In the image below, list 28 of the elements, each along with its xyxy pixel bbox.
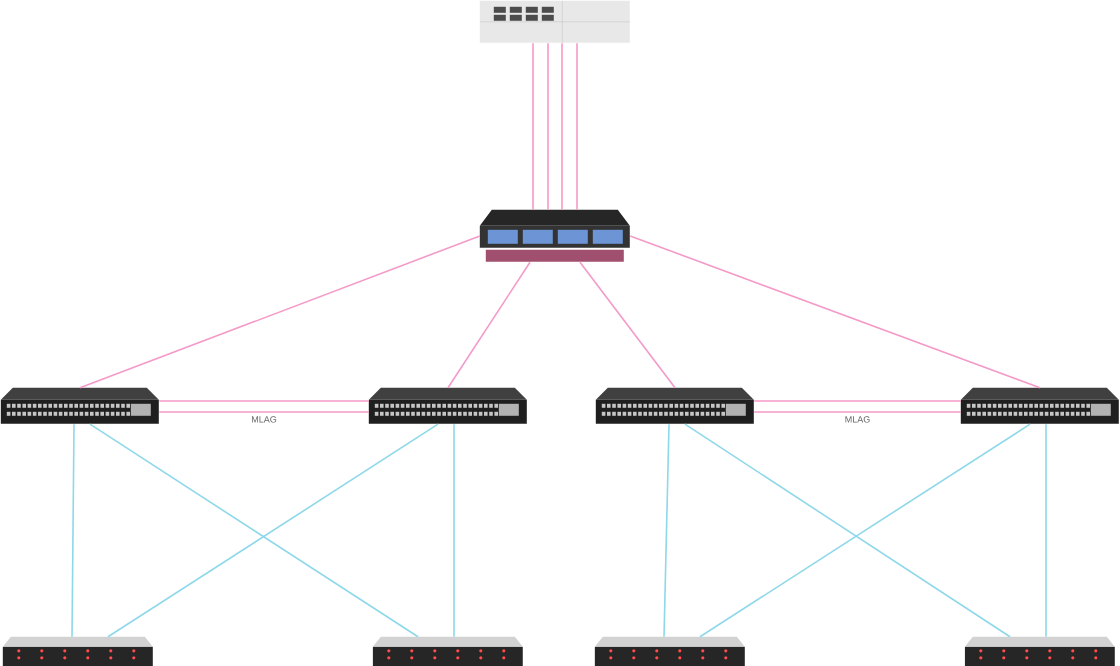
network-switch-drawing — [595, 387, 754, 424]
cable — [453, 423, 455, 638]
network-switch-drawing — [368, 387, 527, 424]
server-drawing — [372, 636, 523, 666]
cable — [547, 42, 549, 211]
cable — [1045, 423, 1047, 638]
cable — [753, 411, 962, 413]
cable — [561, 42, 563, 211]
cable — [158, 411, 370, 413]
cable — [579, 261, 676, 389]
cable — [663, 423, 670, 638]
cable — [532, 42, 534, 211]
cable — [576, 42, 578, 211]
edge-label: MLAG — [843, 415, 872, 424]
core-switch-drawing — [479, 0, 630, 43]
network-switch-drawing — [0, 387, 159, 424]
cable — [158, 400, 370, 402]
server-drawing — [594, 636, 745, 666]
server-drawing — [964, 636, 1115, 666]
cable — [629, 235, 1041, 389]
patch-panel-drawing — [479, 209, 630, 262]
network-switch-drawing — [960, 387, 1119, 424]
cable — [79, 235, 481, 389]
cable — [447, 261, 531, 389]
server-drawing — [2, 636, 153, 666]
edge-label: MLAG — [250, 415, 278, 424]
cable — [753, 400, 962, 402]
cable — [71, 423, 75, 638]
